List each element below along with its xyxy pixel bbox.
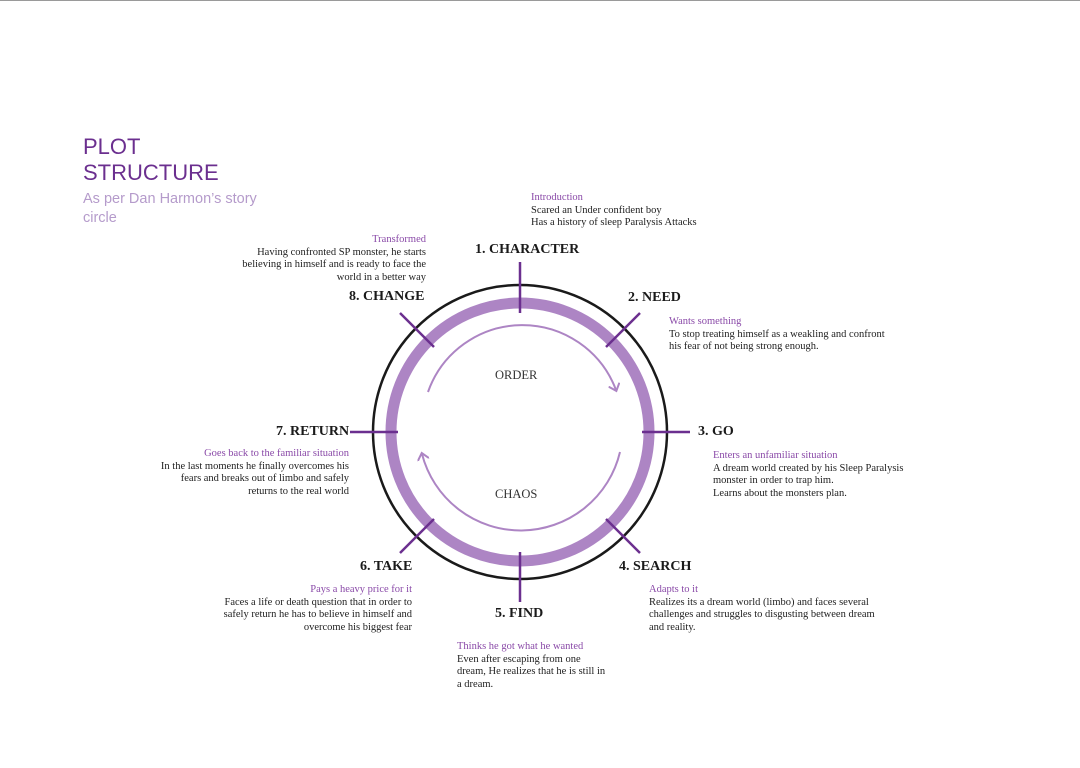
- stage-ticks: [350, 262, 690, 602]
- note-heading: Introduction: [531, 192, 583, 203]
- note-body: Having confronted SP monster, he starts …: [242, 246, 426, 283]
- note-heading: Pays a heavy price for it: [310, 584, 412, 595]
- title-line-1: PLOT: [83, 134, 141, 159]
- stage-2-label: 2. NEED: [628, 290, 681, 305]
- stage-7-label: 7. RETURN: [276, 424, 350, 439]
- order-arrow: [427, 324, 616, 392]
- page-title: PLOT STRUCTURE: [83, 134, 219, 186]
- tick-6: [399, 518, 435, 554]
- top-border: [0, 0, 1080, 1]
- note-heading: Transformed: [372, 234, 426, 245]
- order-label: ORDER: [495, 368, 538, 382]
- note-heading: Adapts to it: [649, 584, 698, 595]
- title-line-2: STRUCTURE: [83, 160, 219, 185]
- stage-3-label: 3. GO: [698, 424, 734, 439]
- stage-1-label: 1. CHARACTER: [475, 242, 580, 257]
- note-body: Realizes its a dream world (limbo) and f…: [649, 596, 875, 633]
- note-body: A dream world created by his Sleep Paral…: [713, 462, 904, 499]
- tick-2: [605, 312, 641, 348]
- stage-5-label: 5. FIND: [495, 606, 544, 621]
- note-body: In the last moments he finally overcomes…: [160, 460, 349, 497]
- note-body: Even after escaping from one dream, He r…: [457, 653, 606, 690]
- chaos-arrow: [422, 452, 621, 532]
- note-heading: Goes back to the familiar situation: [204, 448, 349, 459]
- chaos-label: CHAOS: [495, 487, 538, 501]
- stage-6-label: 6. TAKE: [360, 559, 413, 574]
- subtitle: As per Dan Harmon’s story circle: [83, 191, 257, 226]
- tick-8: [399, 312, 435, 348]
- note-heading: Enters an unfamiliar situation: [713, 450, 838, 461]
- stage-4-label: 4. SEARCH: [619, 559, 692, 574]
- note-body: Scared an Under confident boy Has a hist…: [531, 204, 697, 229]
- note-heading: Wants something: [669, 316, 742, 327]
- note-body: To stop treating himself as a weakling a…: [669, 328, 885, 353]
- note-heading: Thinks he got what he wanted: [457, 641, 584, 652]
- note-body: Faces a life or death question that in o…: [223, 596, 412, 633]
- tick-4: [605, 518, 641, 554]
- stage-8-label: 8. CHANGE: [349, 289, 425, 304]
